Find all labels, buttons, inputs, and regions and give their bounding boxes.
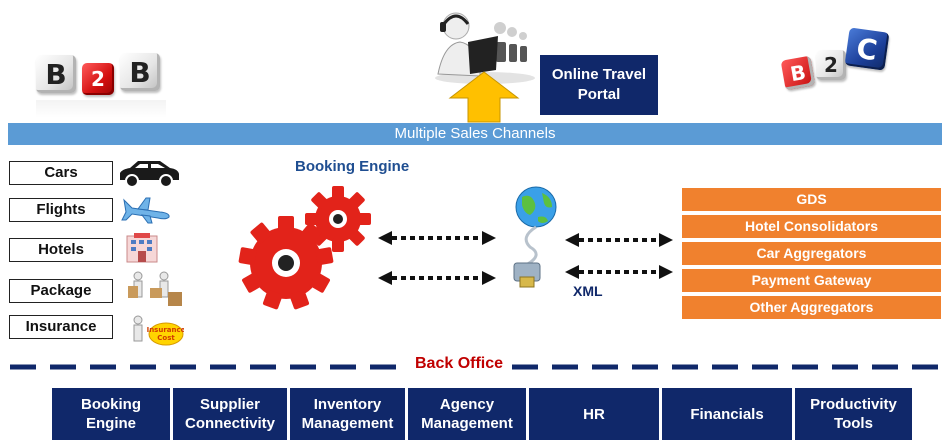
product-insurance: Insurance [9,315,113,339]
back-office-label: Back Office [412,355,507,373]
double-arrow-icon [378,231,496,245]
b2c-letter: B [788,59,808,87]
portal-label-line1: Online Travel [551,66,647,83]
b2b-letter: 2 [91,67,105,91]
svg-text:Insurance: Insurance [147,326,184,334]
double-arrow-icon [565,233,673,247]
aggregator-car-aggregators: Car Aggregators [682,242,941,265]
aggregator-gds: GDS [682,188,941,211]
booking-engine-label: Booking Engine [295,158,410,175]
aggregator-hotel-consolidators: Hotel Consolidators [682,215,941,238]
aggregator-payment-gateway: Payment Gateway [682,269,941,292]
module-line1: Agency [439,396,495,413]
module-line2: Connectivity [184,415,275,432]
b2c-logo: B 2 C [780,27,893,100]
module-line1: Booking [81,396,141,413]
b2b-cube-b2: B [120,53,160,91]
module-line1: HR [583,405,605,423]
module-line2: Tools [834,415,873,432]
module-line2: Engine [85,415,136,432]
up-arrow-icon [448,71,520,123]
online-travel-portal-box: Online Travel Portal [540,55,658,115]
b2b-cube-b1: B [36,55,76,93]
gears-icon [238,186,371,310]
hotel-icon [126,233,158,263]
double-arrow-icon [378,271,496,285]
b2c-cube-2: 2 [816,50,846,80]
double-arrow-icon [565,265,673,279]
b2b-reflection [36,100,166,118]
car-icon [120,161,179,188]
package-icon [128,271,182,306]
b2c-cube-c: C [844,27,890,71]
call-center-icon [435,12,535,84]
b2b-logo: B 2 B [36,47,176,99]
aggregator-other: Other Aggregators [682,296,941,319]
b2c-letter: C [854,31,880,67]
b2b-cube-2: 2 [82,63,114,95]
module-line1: Financials [690,405,764,423]
module-line2: Management [421,415,513,432]
module-hr: HR [529,388,659,440]
module-financials: Financials [662,388,792,440]
svg-text:Cost: Cost [157,334,175,342]
portal-label-line2: Portal [577,86,621,103]
b2c-letter: 2 [824,53,838,77]
b2b-letter: B [45,57,67,91]
product-hotels: Hotels [9,238,113,262]
b2c-cube-b: B [780,55,816,91]
module-line1: Inventory [313,396,382,413]
module-line2: Management [301,415,394,432]
xml-label: XML [573,283,603,299]
product-package: Package [9,279,113,303]
module-line1: Supplier [199,396,260,413]
b2b-letter: B [129,55,151,89]
product-flights: Flights [9,198,113,222]
airplane-icon [121,197,170,224]
module-line1: Productivity [810,396,897,413]
sales-channels-bar: Multiple Sales Channels [8,123,942,145]
insurance-icon: Insurance Cost [133,315,184,346]
globe-network-icon [513,186,557,288]
back-office-divider [10,364,945,370]
product-cars: Cars [9,161,113,185]
